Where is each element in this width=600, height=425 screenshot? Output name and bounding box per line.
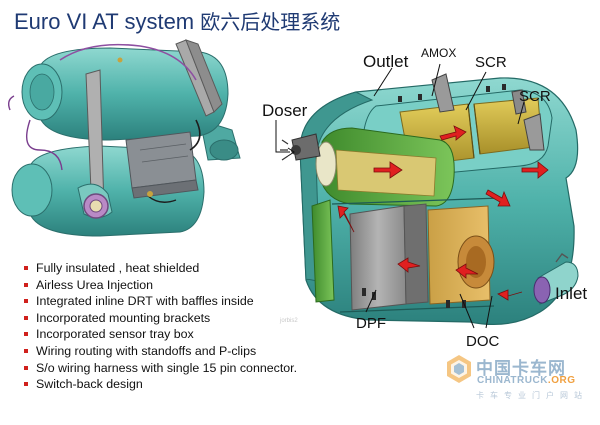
list-item: Incorporated mounting brackets (24, 310, 297, 327)
exterior-view (7, 39, 241, 237)
truck-logo-icon (447, 355, 471, 383)
list-item: Fully insulated , heat shielded (24, 260, 297, 277)
leader-lines (275, 63, 525, 329)
list-item: Airless Urea Injection (24, 277, 297, 294)
label-scr-right: SCR (519, 88, 551, 105)
label-scr-top: SCR (475, 54, 507, 71)
label-amox: AMOX (421, 46, 457, 60)
title-cn: 欧六后处理系统 (200, 10, 341, 34)
label-dpf: DPF (356, 315, 386, 332)
watermark-sub: 卡车专业门户网站 (476, 391, 588, 400)
title-en: Euro VI AT system (14, 9, 195, 34)
watermark-cn: 中国卡车网 (476, 359, 566, 379)
watermark: 中国卡车网 CHINATRUCK.ORG 卡车专业门户网站 (446, 352, 596, 407)
cutaway-view (280, 73, 579, 326)
list-item: Switch-back design (24, 376, 297, 393)
label-doc: DOC (466, 333, 500, 350)
list-item: Integrated inline DRT with baffles insid… (24, 293, 297, 310)
list-item: S/o wiring harness with single 15 pin co… (24, 360, 297, 377)
list-item: Wiring routing with standoffs and P-clip… (24, 343, 297, 360)
label-doser: Doser (262, 101, 308, 120)
label-inlet: Inlet (555, 284, 588, 303)
watermark-en: CHINATRUCK.ORG (477, 375, 576, 386)
page-title: Euro VI AT system 欧六后处理系统 (14, 6, 340, 35)
list-item: Incorporated sensor tray box (24, 326, 297, 343)
feature-list: Fully insulated , heat shielded Airless … (24, 260, 297, 393)
image-stamp: jorbis2 (280, 318, 298, 324)
label-outlet: Outlet (363, 52, 409, 71)
flow-arrows (337, 125, 549, 301)
